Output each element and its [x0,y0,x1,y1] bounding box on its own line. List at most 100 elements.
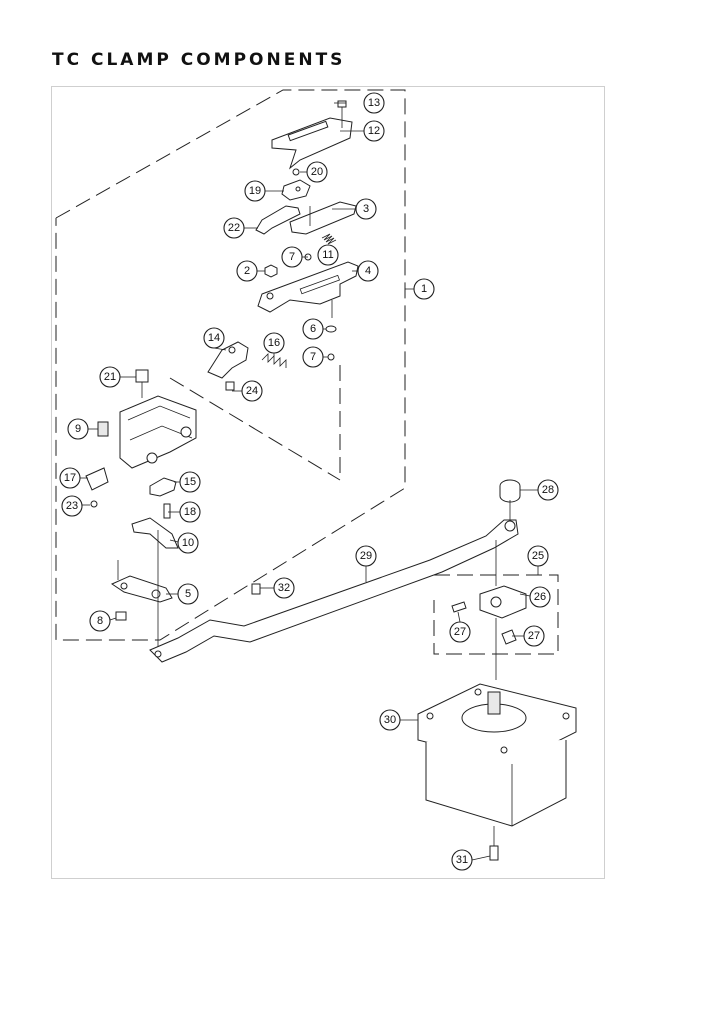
svg-text:10: 10 [182,537,194,549]
svg-text:2: 2 [244,265,250,277]
callout-32: 32 [273,577,295,599]
svg-text:9: 9 [75,423,81,435]
callout-23: 23 [61,495,83,517]
svg-text:24: 24 [246,385,258,397]
page-title: TC CLAMP COMPONENTS [52,50,346,70]
callout-22: 22 [223,217,245,239]
screw-23 [90,500,98,508]
setscrew-27b [501,629,517,645]
callout-17: 17 [59,467,81,489]
svg-text:8: 8 [97,615,103,627]
svg-text:3: 3 [363,203,369,215]
callout-18: 18 [179,501,201,523]
collar-26 [479,585,527,619]
svg-text:18: 18 [184,506,196,518]
svg-text:7: 7 [310,351,316,363]
callout-7b: 7 [302,346,324,368]
svg-text:31: 31 [456,854,468,866]
svg-text:23: 23 [66,500,78,512]
callout-26: 26 [529,586,551,608]
callout-25: 25 [527,545,549,567]
callout-31: 31 [451,849,473,871]
screw-8 [115,611,127,621]
callout-30: 30 [379,709,401,731]
svg-text:5: 5 [185,588,191,600]
assembly-boundary-1 [55,89,406,641]
svg-text:28: 28 [542,484,554,496]
callout-14: 14 [203,327,225,349]
svg-text:30: 30 [384,714,396,726]
svg-text:22: 22 [228,222,240,234]
washer-6 [325,325,337,333]
callout-13: 13 [363,92,385,114]
callout-21: 21 [99,366,121,388]
callout-24: 24 [241,380,263,402]
diagram-frame [51,86,605,879]
svg-text:4: 4 [365,265,371,277]
svg-text:15: 15 [184,476,196,488]
callout-28: 28 [537,479,559,501]
callout-7a: 7 [281,246,303,268]
callout-3: 3 [355,198,377,220]
assembly-boundary-25 [433,574,559,655]
clamp-block-9 [119,395,197,469]
svg-text:20: 20 [311,166,323,178]
callout-6: 6 [302,318,324,340]
callout-4: 4 [357,260,379,282]
screw-31 [489,845,499,861]
plate-22 [255,205,301,235]
callout-15: 15 [179,471,201,493]
svg-text:1: 1 [421,283,427,295]
motor-shaft [487,691,501,715]
callout-16: 16 [263,332,285,354]
callout-29: 29 [355,545,377,567]
svg-text:12: 12 [368,125,380,137]
svg-text:7: 7 [289,251,295,263]
spring-11 [321,233,337,245]
callout-27b: 27 [523,625,545,647]
svg-text:16: 16 [268,337,280,349]
svg-text:32: 32 [278,582,290,594]
svg-text:27: 27 [454,626,466,638]
plate-4 [257,261,359,313]
plate-3 [289,201,357,235]
lever-5 [110,575,173,603]
svg-text:6: 6 [310,323,316,335]
svg-text:13: 13 [368,97,380,109]
callout-19: 19 [244,180,266,202]
spring-16 [261,353,287,368]
callout-20: 20 [306,161,328,183]
callout-10: 10 [177,532,199,554]
screw-13 [337,100,347,108]
callout-11: 11 [317,244,339,266]
svg-text:21: 21 [104,371,116,383]
callout-8: 8 [89,610,111,632]
callout-9: 9 [67,418,89,440]
screw-18 [163,503,171,519]
screw-32 [251,583,261,595]
callout-5: 5 [177,583,199,605]
plate-15 [149,477,177,497]
callout-1: 1 [413,278,435,300]
svg-text:26: 26 [534,591,546,603]
svg-text:29: 29 [360,550,372,562]
svg-text:14: 14 [208,332,220,344]
svg-text:17: 17 [64,472,76,484]
callout-12: 12 [363,120,385,142]
lever-14 [207,341,249,379]
plate-12 [271,117,353,170]
knob-28 [499,479,521,503]
svg-text:27: 27 [528,630,540,642]
svg-text:25: 25 [532,550,544,562]
nut-2 [264,264,278,278]
knob-21 [135,369,149,383]
callout-27a: 27 [449,621,471,643]
bar-29 [149,519,519,663]
callout-2: 2 [236,260,258,282]
link-10 [131,517,179,549]
ring-7b [327,353,335,361]
svg-text:11: 11 [322,249,333,261]
screw-20 [292,168,300,176]
tab-9 [97,421,109,437]
